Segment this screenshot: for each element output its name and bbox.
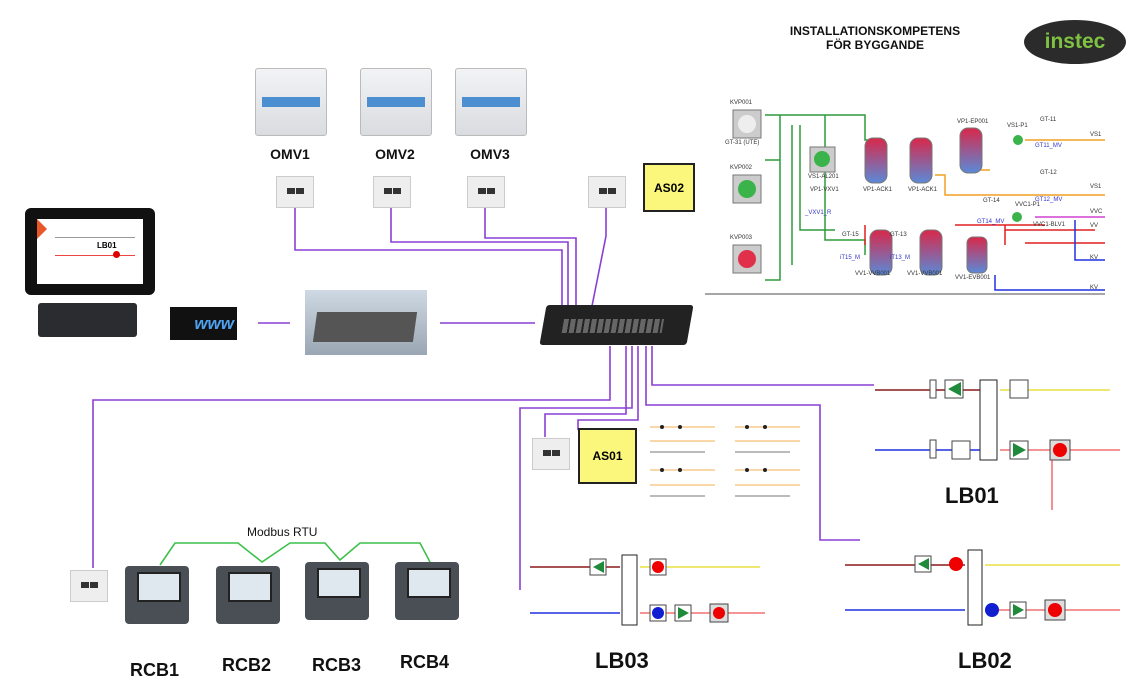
ahu-label: LB03 (595, 648, 649, 673)
rcb4-device (395, 562, 459, 620)
modbus-label: Modbus RTU (247, 525, 318, 539)
rcb-label: RCB4 (400, 652, 450, 672)
rcb-label: RCB2 (222, 655, 272, 675)
cable-omv3 (484, 206, 577, 312)
network-socket (467, 176, 505, 208)
controller-as01: AS01 (578, 428, 637, 484)
schematic-label: iT15_M (840, 255, 861, 261)
cable-as01 (544, 346, 627, 437)
schematic-label: VS1-P1 (1007, 123, 1028, 129)
meter-omv3-device (455, 68, 527, 136)
rcb-label: RCB1 (130, 660, 180, 680)
cable-as02 (591, 206, 607, 307)
router (305, 290, 427, 355)
schematic-label: KVP003 (730, 235, 753, 241)
schematic-label: VV1-VVB001 (855, 271, 891, 277)
rcb-label: RCB3 (312, 655, 362, 675)
title-line-1: INSTALLATIONSKOMPETENS (789, 24, 961, 38)
internet-www-icon: www (170, 307, 237, 340)
schematic-label: iT13_M (890, 255, 911, 261)
tablet-screen: LB01 (37, 219, 143, 284)
valve-documentation (650, 425, 800, 497)
schematic-label: VP1-ACK1 (863, 187, 893, 193)
tablet-screen-label: LB01 (97, 241, 117, 250)
schematic-label: GT-13 (890, 232, 907, 238)
schematic-label: KVP002 (730, 165, 753, 171)
rcb1-device (125, 566, 189, 624)
cable-lb03 (519, 346, 633, 590)
schematic-label: VP1-VXV1 (810, 187, 839, 193)
network-socket (373, 176, 411, 208)
schematic-label: GT-12 (1040, 170, 1057, 176)
cable-omv2 (390, 206, 569, 312)
schematic-label: VS1 (1090, 132, 1102, 138)
schematic-label: KV (1090, 285, 1099, 291)
title-line-2: FÖR BYGGANDE (825, 38, 924, 52)
schematic-label: VS1 (1090, 184, 1102, 190)
schematic-label: VS1-AL201 (808, 174, 839, 180)
instec-logo: instec (1024, 20, 1126, 64)
schematic-label: VP1-ACK1 (908, 187, 938, 193)
meter-omv2-device (360, 68, 432, 136)
ahu-label: LB01 (945, 483, 999, 508)
schematic-label: VP1-EP001 (957, 119, 989, 125)
flame-icon (37, 219, 47, 239)
schematic-label: GT-31 (UTE) (725, 140, 760, 146)
ahu-label: LB02 (958, 648, 1012, 673)
schematic-label: VV (1090, 223, 1099, 229)
schematic-label: GT14_MV (977, 219, 1005, 225)
meter-label: OMV1 (270, 146, 310, 162)
meter-label: OMV2 (375, 146, 415, 162)
meter-label: OMV3 (470, 146, 510, 162)
cable-rcb (92, 346, 611, 568)
network-socket (588, 176, 626, 208)
network-socket (276, 176, 314, 208)
modbus-line (159, 542, 431, 566)
ahu-lb03-schematic (530, 554, 765, 626)
schematic-label: GT-11 (1040, 117, 1057, 123)
schematic-label: VV1-EVB001 (955, 275, 991, 281)
tablet: LB01 (25, 208, 155, 295)
ahu-lb02-schematic (845, 549, 1120, 626)
schematic-label: GT12_MV (1035, 197, 1063, 203)
schematic-label: KV (1090, 255, 1099, 261)
schematic-label: GT-15 (842, 232, 859, 238)
cable-lb02 (645, 346, 860, 541)
network-socket (70, 570, 108, 602)
network-switch (539, 305, 694, 345)
keyboard (38, 303, 137, 337)
company-title: INSTALLATIONSKOMPETENS FÖR BYGGANDE (760, 24, 990, 52)
heating-pipes (705, 109, 1105, 295)
meter-omv1-device (255, 68, 327, 136)
schematic-label: VV1-VVB001 (907, 271, 943, 277)
cable-lb01 (651, 346, 874, 386)
cable-omv1 (294, 206, 563, 312)
schematic-label: VVC1-BLV1 (1033, 222, 1065, 228)
network-socket (532, 438, 570, 470)
schematic-label: KVP001 (730, 100, 753, 106)
rcb2-device (216, 566, 280, 624)
heater-icon (113, 251, 120, 258)
schematic-label: GT11_MV (1035, 143, 1062, 149)
schematic-label: _VXV1_R (805, 210, 832, 216)
schematic-label: VVC (1090, 209, 1103, 215)
controller-as02: AS02 (643, 163, 695, 212)
rcb3-device (305, 562, 369, 620)
ahu-lb01-schematic (875, 379, 1120, 510)
schematic-label: GT-14 (983, 198, 1000, 204)
cable-as01b (577, 346, 639, 430)
schematic-label: VVC1-P1 (1015, 202, 1041, 208)
heating-schematic: KVP001 GT-31 (UTE) KVP002 KVP003 VS1-AL2… (705, 95, 1105, 295)
